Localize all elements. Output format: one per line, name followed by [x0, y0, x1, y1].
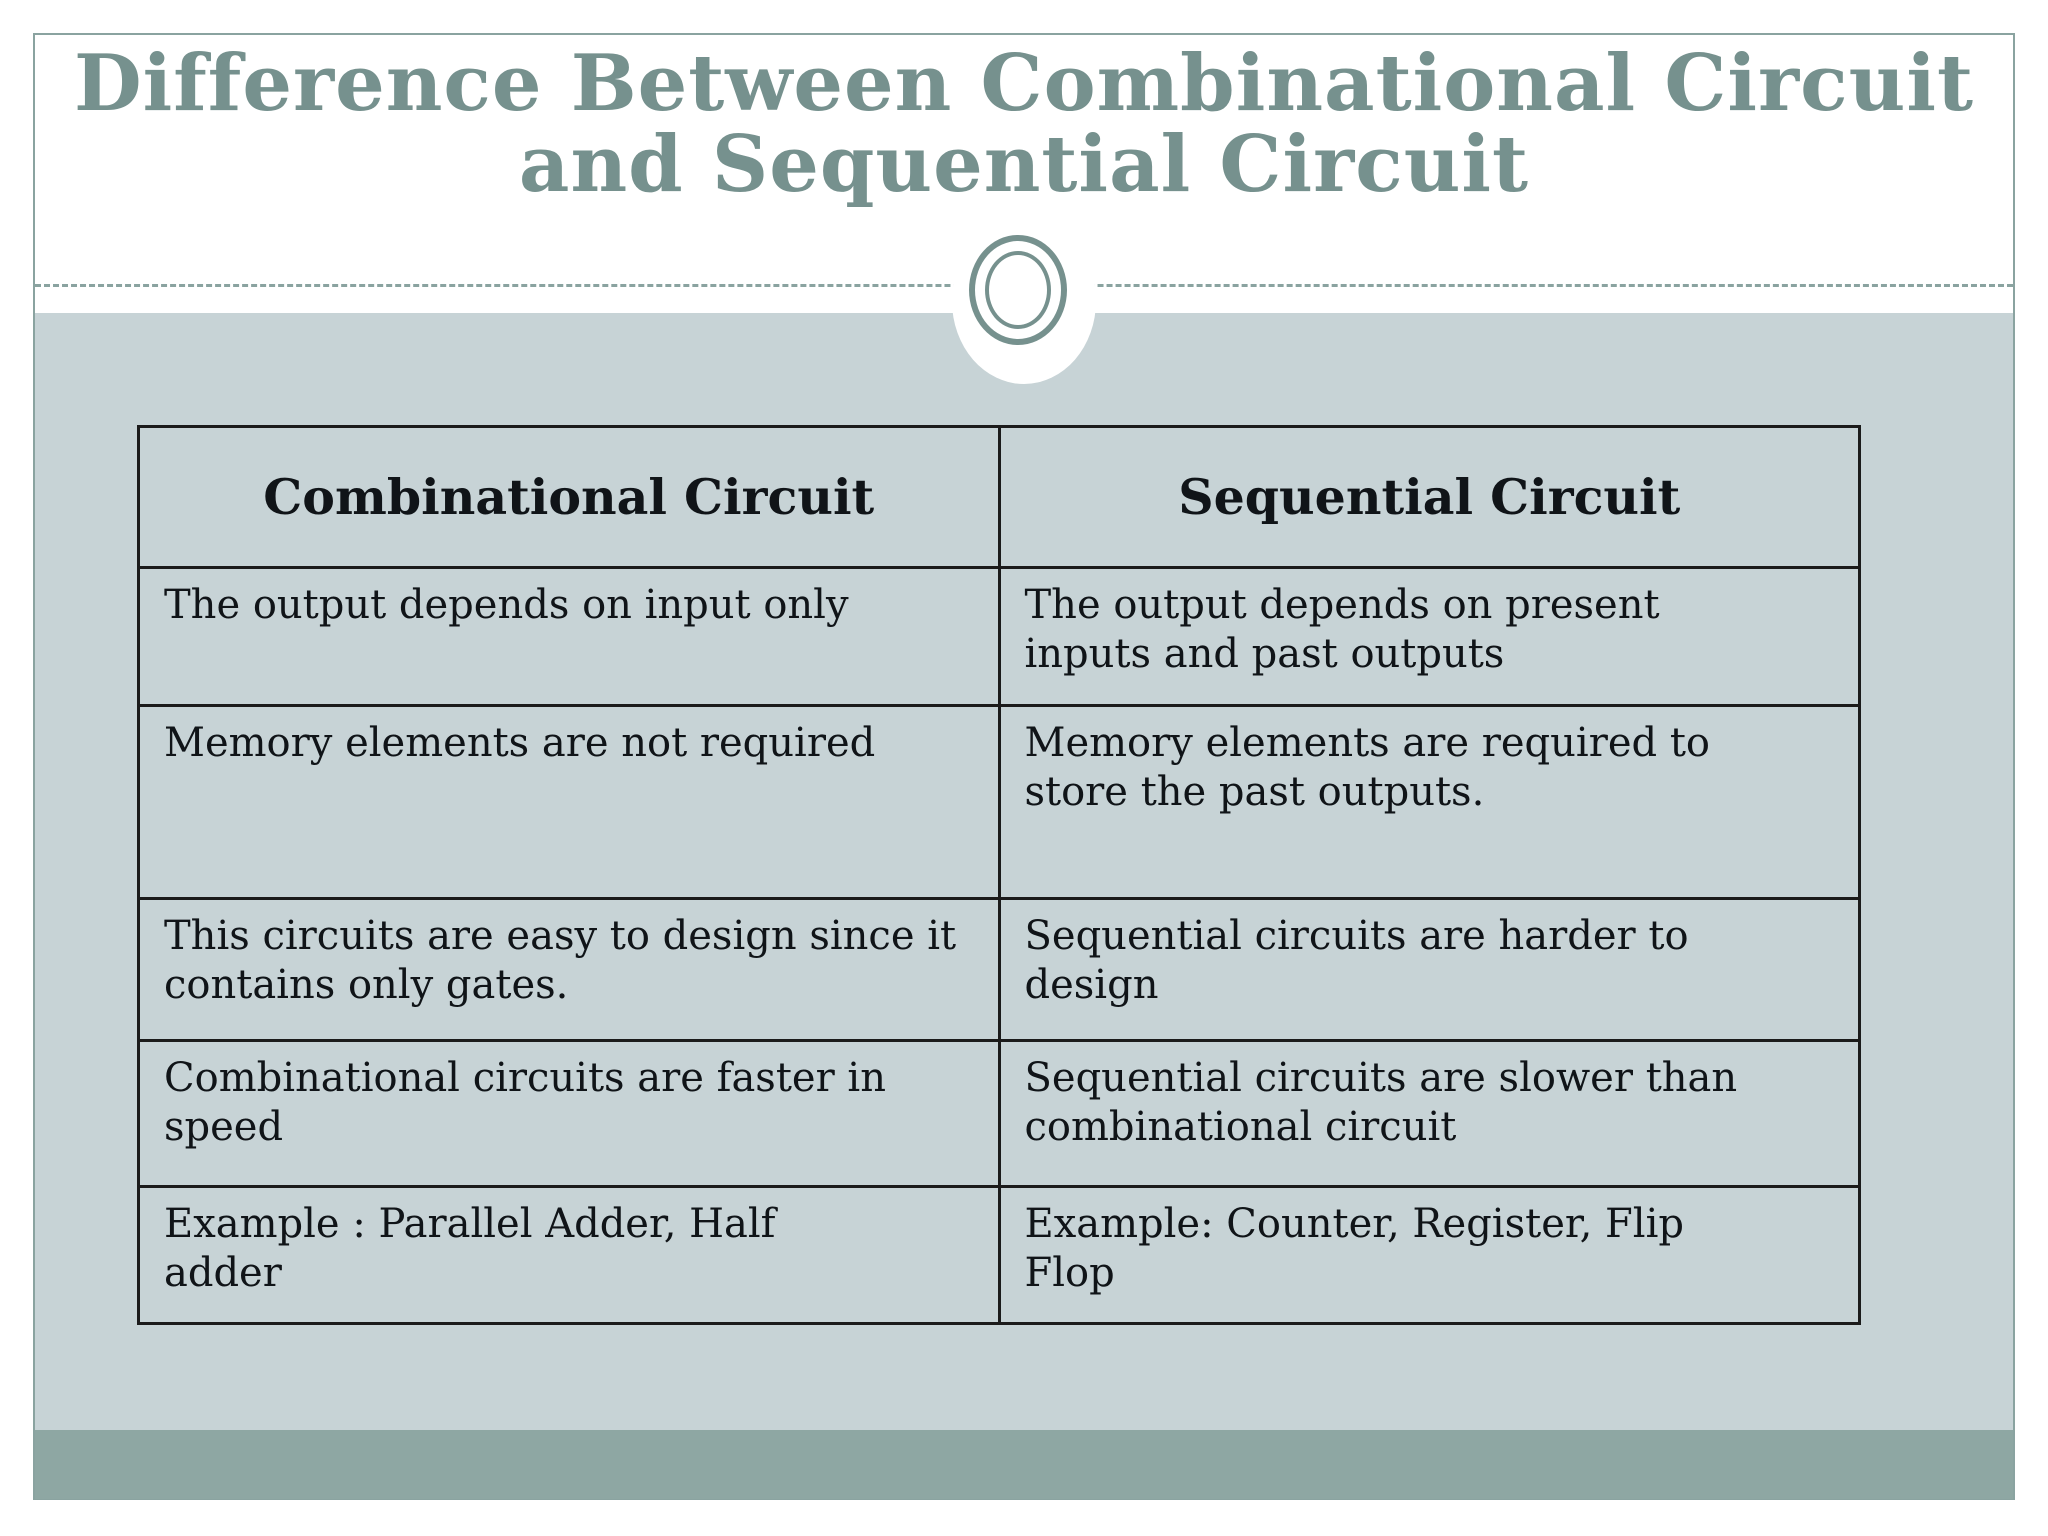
bottom-accent-bar — [35, 1430, 2013, 1499]
table-header-row: Combinational Circuit Sequential Circuit — [137, 425, 1861, 569]
slide-frame-border — [33, 33, 2015, 1500]
cell-text: Example: Counter, Register, Flip Flop — [1024, 1201, 1684, 1296]
slide-title: Difference Between Combinational Circuit… — [35, 43, 2013, 205]
table-cell: Sequential circuits are harder to design — [997, 897, 1861, 1042]
table-row: Example : Parallel Adder, Half adder Exa… — [137, 1185, 1861, 1325]
cell-text: Example : Parallel Adder, Half adder — [164, 1201, 776, 1296]
table-cell: Example: Counter, Register, Flip Flop — [997, 1185, 1861, 1325]
cell-text: The output depends on input only — [164, 582, 849, 628]
table-cell: Sequential circuits are slower than comb… — [997, 1039, 1861, 1188]
table-header-combinational: Combinational Circuit — [137, 425, 1001, 569]
table-row: This circuits are easy to design since i… — [137, 897, 1861, 1042]
table-cell: The output depends on input only — [137, 566, 1001, 707]
table-header-sequential: Sequential Circuit — [997, 425, 1861, 569]
cell-text: Sequential circuits are harder to design — [1024, 913, 1689, 1008]
table-row: Combinational circuits are faster in spe… — [137, 1039, 1861, 1188]
table-row: The output depends on input only The out… — [137, 566, 1861, 707]
table-cell: Memory elements are required to store th… — [997, 704, 1861, 900]
table-cell: Memory elements are not required — [137, 704, 1001, 900]
comparison-table: Combinational Circuit Sequential Circuit… — [137, 425, 1861, 1325]
table-cell: Combinational circuits are faster in spe… — [137, 1039, 1001, 1188]
cell-text: The output depends on present inputs and… — [1024, 582, 1660, 677]
table-cell: This circuits are easy to design since i… — [137, 897, 1001, 1042]
cell-text: This circuits are easy to design since i… — [164, 913, 957, 1008]
title-line-1: Difference Between Combinational Circuit — [73, 38, 1974, 129]
table-row: Memory elements are not required Memory … — [137, 704, 1861, 900]
cell-text: Sequential circuits are slower than comb… — [1024, 1055, 1738, 1150]
cell-text: Memory elements are not required — [164, 720, 876, 766]
cell-text: Memory elements are required to store th… — [1024, 720, 1710, 815]
table-cell: The output depends on present inputs and… — [997, 566, 1861, 707]
table-cell: Example : Parallel Adder, Half adder — [137, 1185, 1001, 1325]
cell-text: Combinational circuits are faster in spe… — [164, 1055, 886, 1150]
circle-ornament-inner-ring — [985, 251, 1051, 329]
title-line-2: and Sequential Circuit — [518, 119, 1530, 211]
